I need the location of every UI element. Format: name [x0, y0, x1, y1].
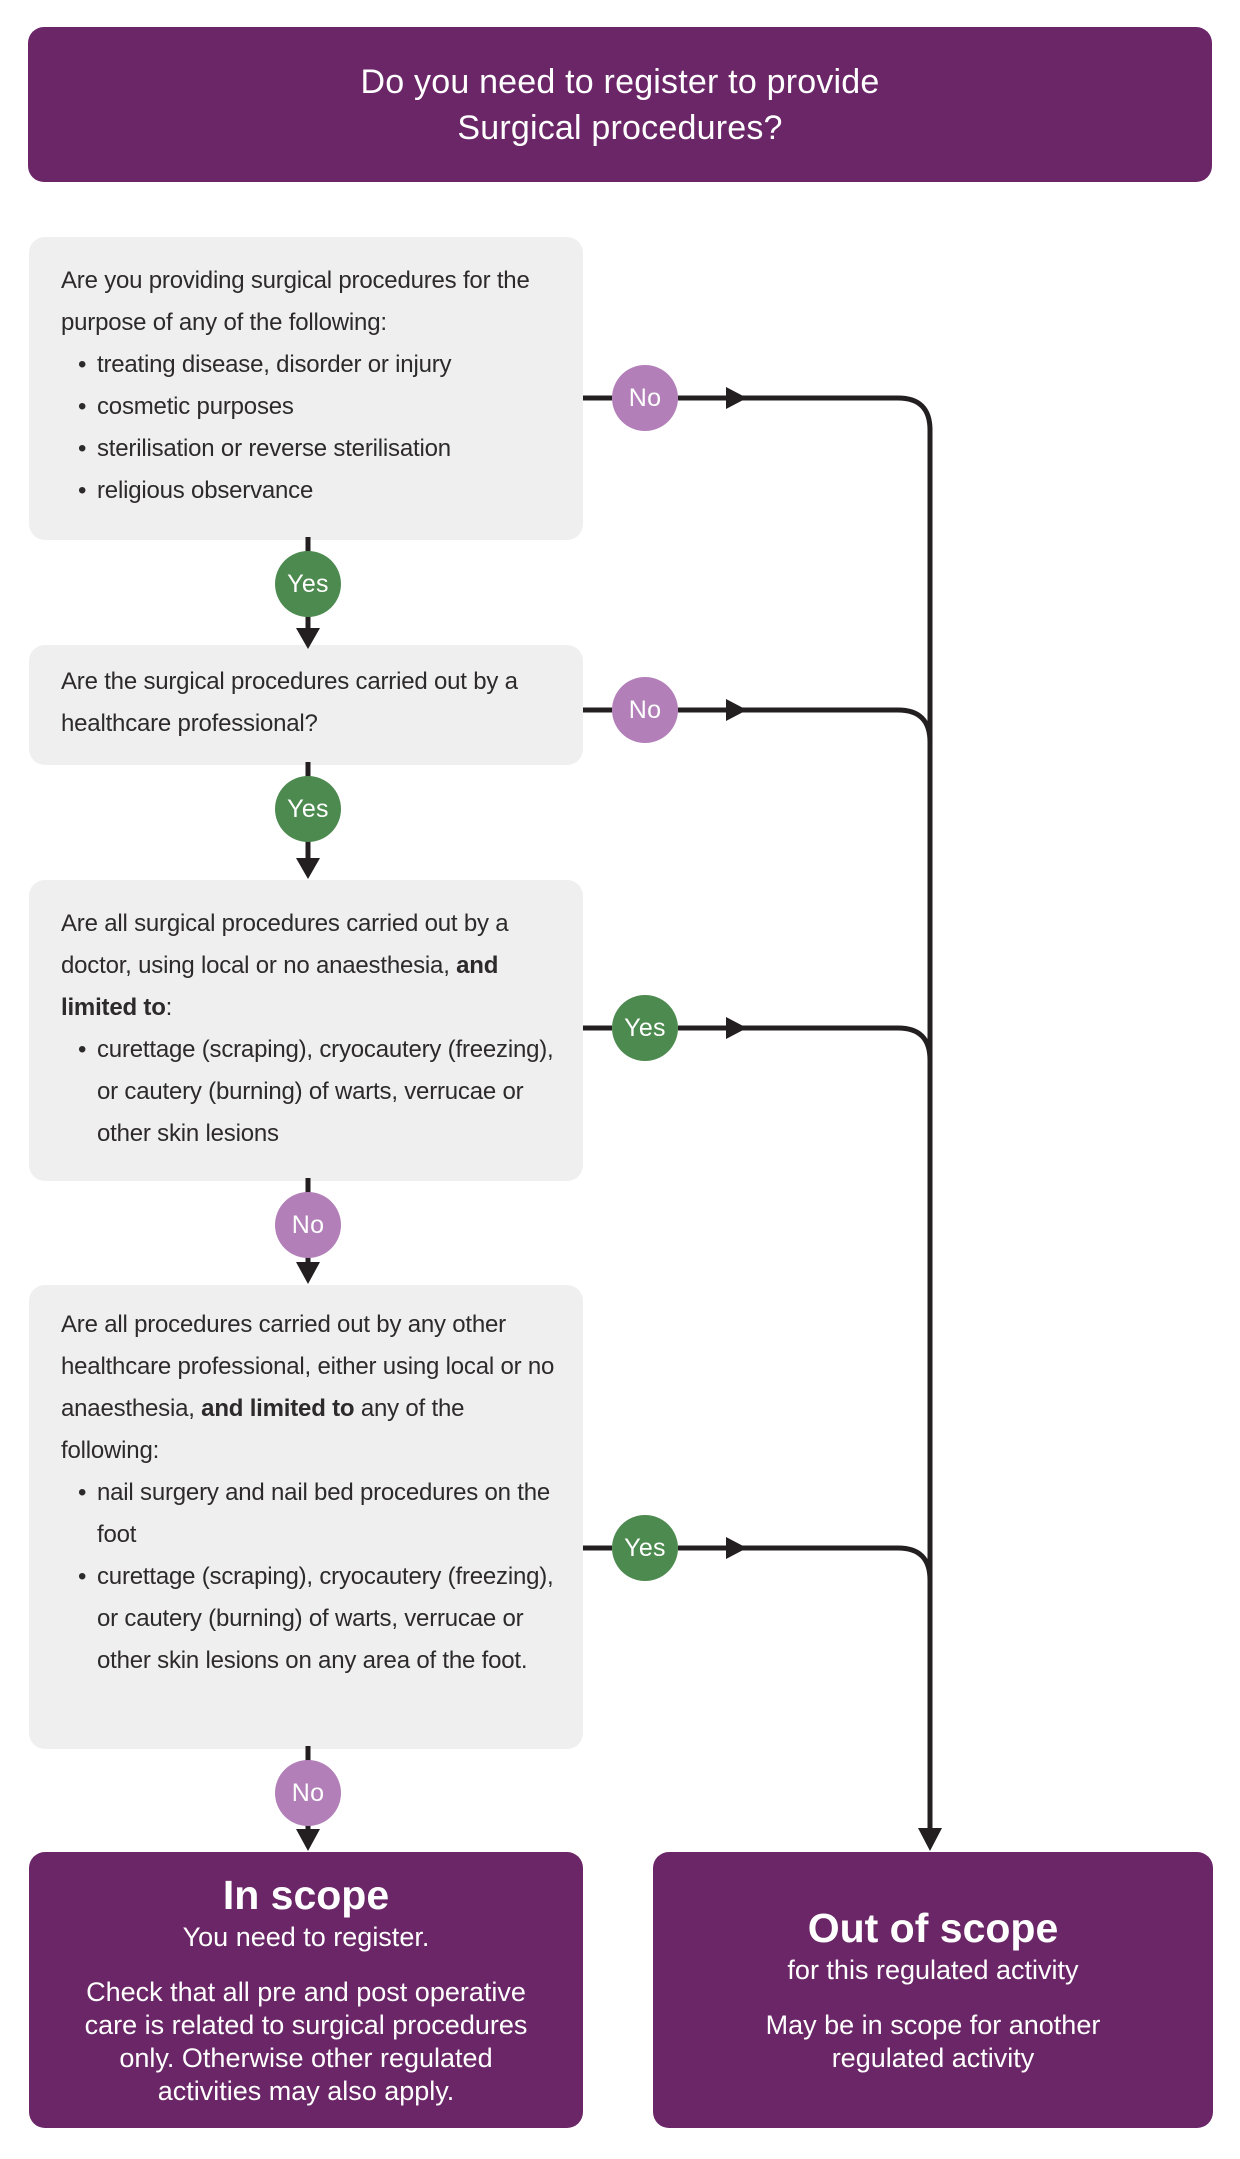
question-3-text: Are all surgical procedures carried out …: [61, 910, 509, 1021]
bullet-item: curettage (scraping), cryocautery (freez…: [61, 1556, 559, 1682]
arrow-right-q4: [726, 1537, 747, 1559]
page-title-line-1: Do you need to register to provide: [360, 62, 880, 101]
out-of-scope-body: May be in scope for another regulated ac…: [765, 2010, 1101, 2073]
question-3-bullets: curettage (scraping), cryocautery (freez…: [61, 1029, 559, 1155]
badge-no-q1: No: [612, 365, 678, 431]
arrow-right-q2: [726, 699, 747, 721]
question-box-2: Are the surgical procedures carried out …: [29, 645, 583, 765]
out-of-scope-box: Out of scope for this regulated activity…: [653, 1852, 1213, 2128]
badge-no-q2: No: [612, 677, 678, 743]
question-box-4: Are all procedures carried out by any ot…: [29, 1285, 583, 1749]
question-4-bullets: nail surgery and nail bed procedures on …: [61, 1472, 559, 1682]
question-box-3: Are all surgical procedures carried out …: [29, 880, 583, 1181]
question-2-text: Are the surgical procedures carried out …: [61, 668, 518, 737]
out-of-scope-title: Out of scope: [807, 1905, 1059, 1951]
badge-yes-q3: Yes: [612, 995, 678, 1061]
question-1-bullets: treating disease, disorder or injury cos…: [61, 344, 559, 512]
arrow-down-q2: [296, 858, 320, 879]
bullet-item: nail surgery and nail bed procedures on …: [61, 1472, 559, 1556]
badge-yes-q2: Yes: [275, 776, 341, 842]
out-of-scope-subtitle: for this regulated activity: [787, 1955, 1079, 1985]
page-title-line-2: Surgical procedures?: [457, 108, 783, 147]
bullet-item: treating disease, disorder or injury: [61, 344, 559, 386]
arrow-right-q3: [726, 1017, 747, 1039]
in-scope-title: In scope: [222, 1872, 390, 1918]
in-scope-box: In scope You need to register. Check tha…: [29, 1852, 583, 2128]
badge-yes-q1: Yes: [275, 551, 341, 617]
arrow-right-q1: [726, 387, 747, 409]
question-1-text: Are you providing surgical procedures fo…: [61, 267, 530, 336]
arrow-down-q3: [296, 1262, 320, 1284]
question-box-1: Are you providing surgical procedures fo…: [29, 237, 583, 540]
in-scope-subtitle: You need to register.: [182, 1922, 430, 1952]
bullet-item: cosmetic purposes: [61, 386, 559, 428]
header-banner: Do you need to register to provide Surgi…: [28, 27, 1212, 182]
in-scope-body: Check that all pre and post operative ca…: [84, 1977, 528, 2106]
question-4-text: Are all procedures carried out by any ot…: [61, 1311, 555, 1464]
badge-no-q4: No: [275, 1760, 341, 1826]
bullet-item: sterilisation or reverse sterilisation: [61, 428, 559, 470]
arrow-down-q4: [296, 1829, 320, 1851]
arrow-down-out-of-scope: [918, 1828, 942, 1851]
bullet-item: religious observance: [61, 470, 559, 512]
bullet-item: curettage (scraping), cryocautery (freez…: [61, 1029, 559, 1155]
badge-no-q3: No: [275, 1192, 341, 1258]
badge-yes-q4: Yes: [612, 1515, 678, 1581]
